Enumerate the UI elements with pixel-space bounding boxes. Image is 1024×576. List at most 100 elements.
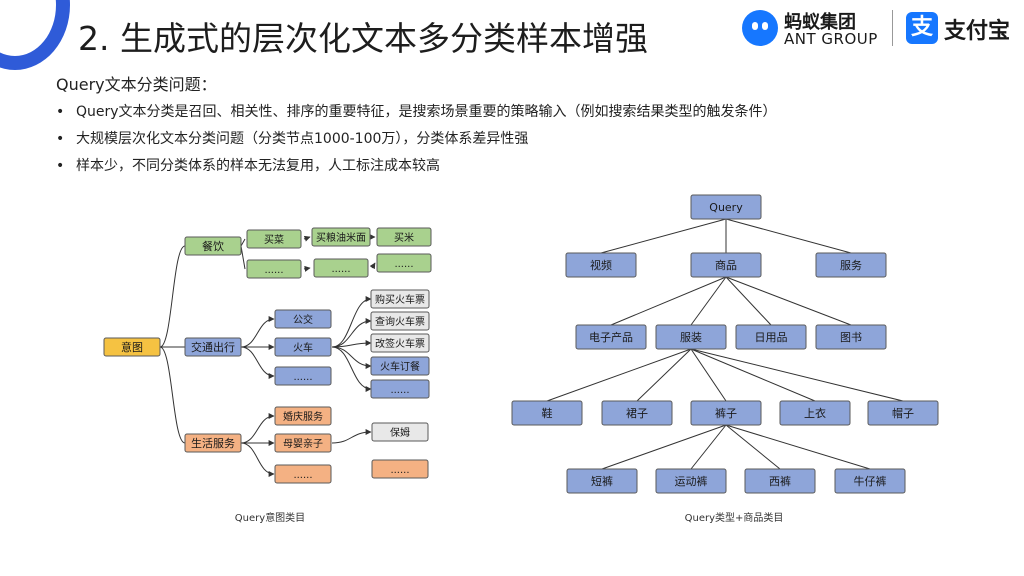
intent-food-node: 买菜 <box>246 229 302 249</box>
intent-service-leaf-node-label: 保姆 <box>390 426 410 439</box>
intent-transport-leaf-node-label: 火车订餐 <box>380 360 420 373</box>
connector-line <box>725 424 871 470</box>
connector-line <box>690 276 727 326</box>
intent-service-node: ...... <box>274 464 332 484</box>
intent-food-node-label: 买粮油米面 <box>316 231 366 244</box>
connector-line <box>725 218 852 254</box>
connector-line <box>369 262 376 270</box>
intent-food-node: ...... <box>313 258 369 278</box>
connector-line <box>240 245 246 270</box>
connector-curve <box>240 346 275 379</box>
product-level2-node-label: 电子产品 <box>589 330 633 344</box>
product-level1-node: 视频 <box>565 252 637 278</box>
connector-curve <box>331 296 372 348</box>
product-level3-node-label: 上衣 <box>804 406 826 420</box>
ant-group-logo: 蚂蚁集团 ANT GROUP <box>742 6 882 50</box>
intent-transport-leaf-node-label: 购买火车票 <box>375 293 425 306</box>
intent-transport-leaf-node-label: 查询火车票 <box>375 315 425 328</box>
connector-curve <box>159 346 186 444</box>
connector-curve <box>240 316 275 348</box>
bullet-item: Query文本分类是召回、相关性、排序的重要特征，是搜索场景重要的策略输入（例如… <box>56 99 777 126</box>
intent-service-node-label: ...... <box>293 470 312 481</box>
connector-line <box>600 218 727 254</box>
connector-line <box>725 276 852 326</box>
alipay-logo-icon: 支 <box>906 12 938 44</box>
product-level4-node-label: 牛仔裤 <box>854 474 887 488</box>
connector-curve <box>331 346 372 392</box>
intent-transport-node: 火车 <box>274 337 332 357</box>
product-level1-node-label: 商品 <box>715 258 737 272</box>
ant-logo-cn: 蚂蚁集团 <box>784 12 856 33</box>
product-level4-node: 牛仔裤 <box>834 468 906 494</box>
connector-line <box>546 348 692 402</box>
connector-curve <box>240 413 275 444</box>
product-level2-node: 日用品 <box>735 324 807 350</box>
connector-curve <box>240 442 275 477</box>
intent-transport-leaf-node: 改签火车票 <box>370 333 430 353</box>
intent-service-leaf-node: ...... <box>371 459 429 479</box>
intent-food-node-label: ...... <box>331 264 350 275</box>
alipay-logo-text: 支付宝 <box>944 19 1011 44</box>
intent-level1-node: 餐饮 <box>184 236 242 256</box>
intent-transport-leaf-node-label: ...... <box>390 385 409 396</box>
connector-line <box>690 348 904 402</box>
alipay-logo: 支 支付宝 <box>906 10 1020 46</box>
product-level3-node-label: 裤子 <box>715 406 737 420</box>
intent-food-node: ...... <box>376 253 432 273</box>
product-level2-node-label: 服装 <box>680 331 702 344</box>
connector-line <box>690 348 816 402</box>
product-level2-node-label: 图书 <box>840 331 862 344</box>
product-level1-node-label: 服务 <box>840 259 862 272</box>
product-level3-node-label: 帽子 <box>892 407 914 420</box>
bullet-list: Query文本分类是召回、相关性、排序的重要特征，是搜索场景重要的策略输入（例如… <box>56 99 777 180</box>
intent-service-node-label: 婚庆服务 <box>283 410 323 423</box>
logo-divider <box>892 10 893 46</box>
product-level3-node: 裤子 <box>690 400 762 426</box>
bullet-item: 样本少，不同分类体系的样本无法复用，人工标注成本较高 <box>56 153 777 180</box>
connector-curve <box>331 346 372 369</box>
intent-transport-leaf-node: 购买火车票 <box>370 289 430 309</box>
intent-transport-leaf-node: 查询火车票 <box>370 311 430 331</box>
product-level3-node: 上衣 <box>779 400 851 426</box>
connector-line <box>725 424 781 470</box>
intent-level1-node: 交通出行 <box>184 337 242 357</box>
intent-root-node: 意图 <box>103 337 161 357</box>
product-level2-node: 服装 <box>655 324 727 350</box>
product-diagram-caption: Query类型+商品类目 <box>685 511 784 524</box>
product-root-node-label: Query <box>709 201 743 214</box>
bullet-item: 大规模层次化文本分类问题（分类节点1000-100万），分类体系差异性强 <box>56 126 777 153</box>
product-level3-node: 裙子 <box>601 400 673 426</box>
intent-transport-node-label: 火车 <box>293 341 313 354</box>
product-level4-node: 西裤 <box>744 468 816 494</box>
intent-food-node-label: 买菜 <box>264 234 284 246</box>
connector-curve <box>331 429 372 444</box>
connector-curve <box>331 318 372 348</box>
product-level2-node: 图书 <box>815 324 887 350</box>
product-level2-node: 电子产品 <box>575 324 647 350</box>
product-level3-node: 帽子 <box>867 400 939 426</box>
connector-line <box>636 348 692 402</box>
connector-line <box>690 424 727 470</box>
product-level3-node: 鞋 <box>511 400 583 426</box>
intent-level1-node: 生活服务 <box>184 433 242 453</box>
intent-service-node: 婚庆服务 <box>274 406 332 426</box>
product-root-node: Query <box>690 194 762 220</box>
product-level2-node-label: 日用品 <box>755 331 788 344</box>
intent-food-node-label: ...... <box>264 265 283 276</box>
product-level4-node-label: 西裤 <box>769 474 791 488</box>
intent-food-node: ...... <box>246 259 302 279</box>
connector-line <box>303 235 311 242</box>
intent-diagram-caption: Query意图类目 <box>235 511 305 524</box>
connector-line <box>240 238 246 247</box>
connector-line <box>610 276 727 326</box>
product-level4-node: 运动裤 <box>655 468 727 494</box>
intent-transport-leaf-node-label: 改签火车票 <box>375 337 425 350</box>
connector-curve <box>159 245 186 348</box>
intent-service-node: 母婴亲子 <box>274 433 332 453</box>
intent-transport-node: ...... <box>274 366 332 386</box>
intent-service-leaf-node-label: ...... <box>390 465 409 476</box>
intent-food-node-label: 买米 <box>394 231 414 244</box>
connector-line <box>303 265 311 272</box>
product-level3-node-label: 裙子 <box>626 407 648 420</box>
